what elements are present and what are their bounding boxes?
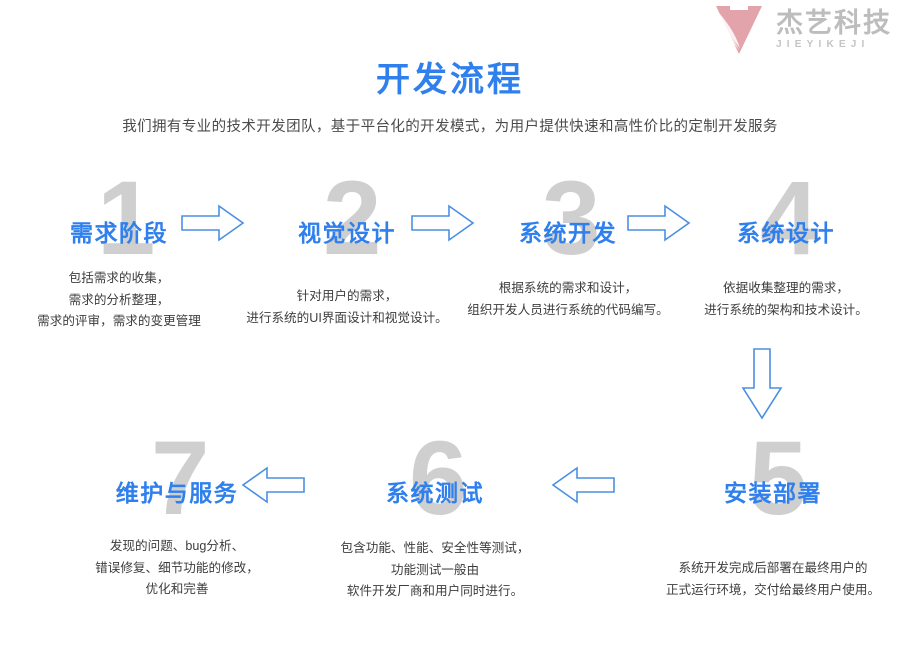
step-6-desc-line: 软件开发厂商和用户同时进行。 bbox=[346, 584, 524, 599]
step-5-desc-line: 系统开发完成后部署在最终用户的 bbox=[678, 561, 868, 575]
step-3-title: 系统开发 bbox=[519, 220, 617, 246]
step-5-description: 系统开发完成后部署在最终用户的 正式运行环境，交付给最终用户使用。 bbox=[648, 558, 898, 601]
step-1-number: 1 bbox=[97, 160, 156, 277]
step-7-desc-line: 错误修复、细节功能的修改， bbox=[95, 560, 259, 575]
step-2-title: 视觉设计 bbox=[298, 220, 396, 246]
process-step-6: 6 系统测试 包含功能、性能、安全性等测试， 功能测试一般由 软件开发厂商和用户… bbox=[310, 426, 560, 603]
arrow-right-icon-step2-to-step3 bbox=[411, 203, 475, 243]
step-5-heading: 5 安装部署 bbox=[648, 426, 898, 531]
step-6-description: 包含功能、性能、安全性等测试， 功能测试一般由 软件开发厂商和用户同时进行。 bbox=[310, 538, 560, 603]
step-4-desc-line: 依据收集整理的需求， bbox=[723, 281, 849, 295]
step-3-desc-line: 组织开发人员进行系统的代码编写。 bbox=[467, 302, 669, 317]
step-2-desc-line: 针对用户的需求， bbox=[296, 289, 398, 303]
company-logo: 杰艺科技 JIEYIKEJI bbox=[710, 4, 892, 56]
step-3-number: 3 bbox=[542, 160, 601, 277]
step-5-number: 5 bbox=[749, 420, 808, 537]
page-subtitle: 我们拥有专业的技术开发团队，基于平台化的开发模式，为用户提供快速和高性价比的定制… bbox=[122, 119, 778, 135]
step-6-heading: 6 系统测试 bbox=[310, 426, 560, 531]
process-step-4: 4 系统设计 依据收集整理的需求， 进行系统的架构和技术设计。 bbox=[666, 166, 900, 321]
step-4-description: 依据收集整理的需求， 进行系统的架构和技术设计。 bbox=[666, 278, 900, 321]
arrow-right-icon-step3-to-step4 bbox=[627, 203, 691, 243]
step-2-description: 针对用户的需求， 进行系统的UI界面设计和视觉设计。 bbox=[222, 286, 472, 329]
step-7-desc-line: 发现的问题、bug分析、 bbox=[109, 539, 245, 553]
arrow-left-icon-step6-to-step7 bbox=[241, 465, 305, 505]
step-1-desc-line: 需求的评审，需求的变更管理 bbox=[37, 314, 201, 329]
step-3-desc-line: 根据系统的需求和设计， bbox=[498, 281, 638, 295]
step-4-desc-line: 进行系统的架构和技术设计。 bbox=[704, 302, 868, 317]
step-7-desc-line: 优化和完善 bbox=[145, 582, 209, 597]
process-step-5: 5 安装部署 系统开发完成后部署在最终用户的 正式运行环境，交付给最终用户使用。 bbox=[648, 426, 898, 601]
step-6-number: 6 bbox=[409, 420, 468, 537]
logo-v-mark-icon bbox=[710, 4, 768, 56]
step-3-heading: 3 系统开发 bbox=[440, 166, 696, 271]
process-step-7: 7 维护与服务 发现的问题、bug分析、 错误修复、细节功能的修改， 优化和完善 bbox=[52, 426, 302, 601]
arrow-right-icon-step1-to-step2 bbox=[181, 203, 245, 243]
process-step-2: 2 视觉设计 针对用户的需求， 进行系统的UI界面设计和视觉设计。 bbox=[222, 166, 472, 329]
step-1-desc-line: 包括需求的收集， bbox=[68, 271, 170, 285]
step-2-desc-line: 进行系统的UI界面设计和视觉设计。 bbox=[246, 310, 448, 325]
logo-brand-en: JIEYIKEJI bbox=[776, 39, 870, 51]
step-1-desc-line: 需求的分析整理， bbox=[68, 292, 170, 307]
logo-wordmark: 杰艺科技 JIEYIKEJI bbox=[776, 7, 892, 51]
logo-brand-cn: 杰艺科技 bbox=[776, 7, 892, 38]
step-7-number: 7 bbox=[151, 420, 210, 537]
step-5-title: 安装部署 bbox=[724, 480, 822, 506]
page-title: 开发流程 bbox=[376, 61, 524, 99]
step-1-title: 需求阶段 bbox=[70, 220, 168, 246]
step-7-description: 发现的问题、bug分析、 错误修复、细节功能的修改， 优化和完善 bbox=[52, 536, 302, 601]
step-5-desc-line: 正式运行环境，交付给最终用户使用。 bbox=[665, 582, 881, 597]
step-2-heading: 2 视觉设计 bbox=[222, 166, 472, 271]
step-7-heading: 7 维护与服务 bbox=[52, 426, 302, 531]
step-7-title: 维护与服务 bbox=[115, 480, 239, 506]
step-6-title: 系统测试 bbox=[386, 480, 484, 506]
step-4-title: 系统设计 bbox=[737, 220, 835, 246]
process-step-1: 1 需求阶段 包括需求的收集， 需求的分析整理， 需求的评审，需求的变更管理 bbox=[0, 166, 244, 333]
step-3-description: 根据系统的需求和设计， 组织开发人员进行系统的代码编写。 bbox=[440, 278, 696, 321]
process-step-3: 3 系统开发 根据系统的需求和设计， 组织开发人员进行系统的代码编写。 bbox=[440, 166, 696, 321]
step-4-number: 4 bbox=[760, 160, 819, 277]
step-1-description: 包括需求的收集， 需求的分析整理， 需求的评审，需求的变更管理 bbox=[0, 268, 244, 333]
step-6-desc-line: 包含功能、性能、安全性等测试， bbox=[340, 541, 530, 555]
arrow-down-icon-step4-to-step5 bbox=[740, 348, 784, 420]
arrow-left-icon-step5-to-step6 bbox=[551, 465, 615, 505]
step-6-desc-line: 功能测试一般由 bbox=[390, 562, 480, 577]
step-2-number: 2 bbox=[323, 160, 382, 277]
step-4-heading: 4 系统设计 bbox=[666, 166, 900, 271]
step-1-heading: 1 需求阶段 bbox=[0, 166, 244, 271]
